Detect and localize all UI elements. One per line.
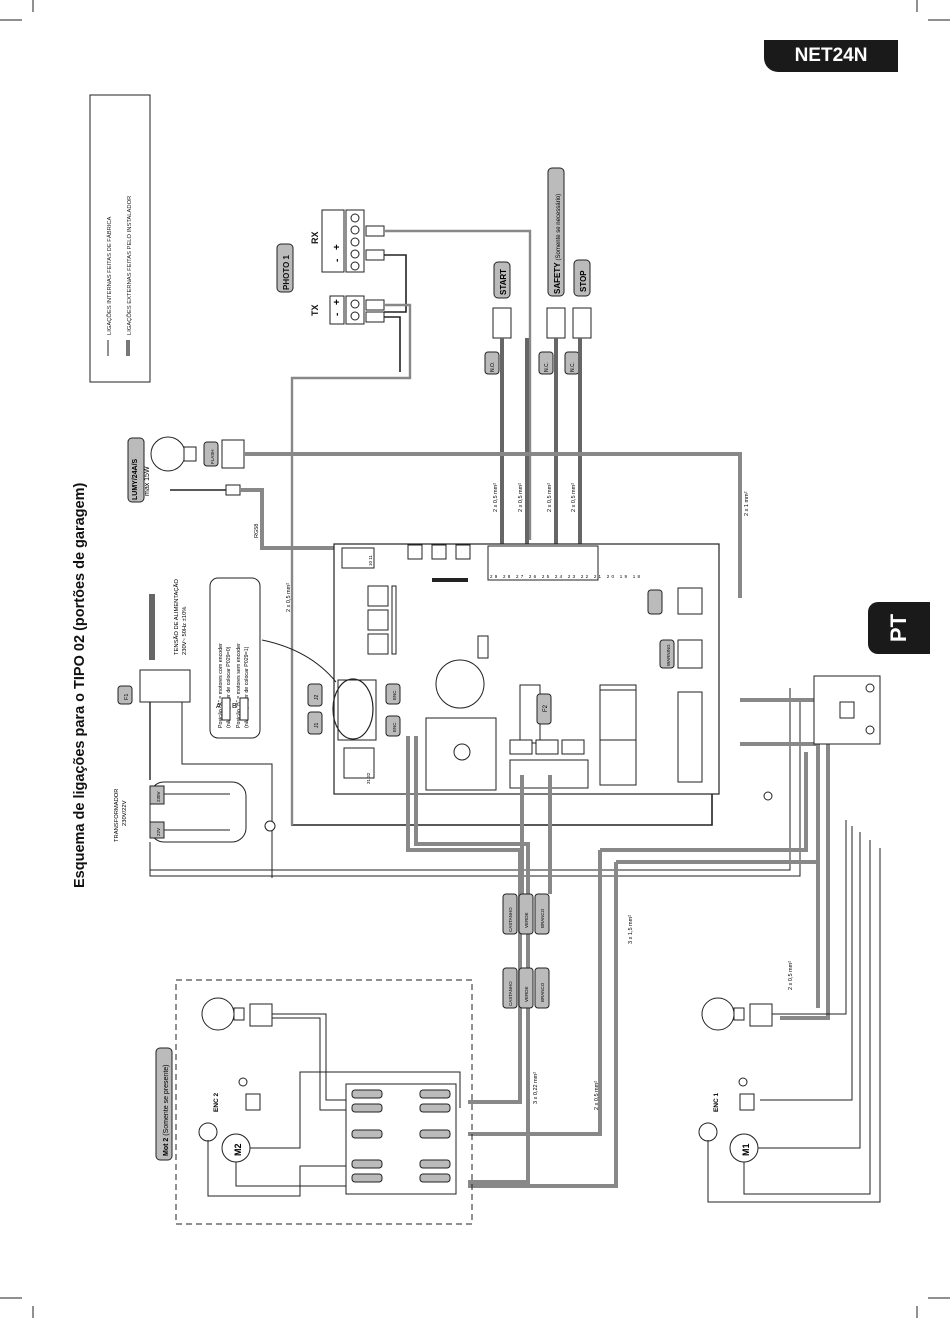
motor1-area: M1 ENC 1 bbox=[698, 997, 773, 1163]
note-b2: (não esqueçer de colocar P029=1) bbox=[244, 646, 250, 728]
model-badge: NET24N bbox=[764, 40, 898, 72]
start-label: START bbox=[499, 269, 508, 295]
stop-input: STOP N.C. bbox=[564, 259, 592, 375]
transformer-in: 230V bbox=[156, 791, 161, 802]
encoder-note: Posição "A" = motores com encoder (não e… bbox=[209, 577, 337, 739]
stop-nc: N.C. bbox=[570, 362, 576, 372]
wire-castanho-1: CASTANHO bbox=[508, 907, 513, 932]
cable-flash2: 2 x 0,5 mm² bbox=[788, 961, 794, 990]
photo-rx-plus: + bbox=[332, 244, 343, 250]
model-name: NET24N bbox=[794, 45, 868, 66]
legend-external: LIGAÇÕES EXTERNAS FEITAS PELO INSTALADOR bbox=[126, 196, 133, 335]
board-warning: WARNING bbox=[666, 644, 671, 666]
photo-rx-minus: - bbox=[332, 259, 343, 262]
encoder-enc2: ENC 2 bbox=[213, 1092, 220, 1112]
right-terminal bbox=[763, 675, 881, 801]
lamp-flash-label: FLASH bbox=[210, 449, 215, 464]
stop-label: STOP bbox=[579, 270, 588, 292]
antenna: RG58 bbox=[170, 484, 260, 538]
legend: LIGAÇÕES INTERNAS FEITAS DE FÁBRICA LIGA… bbox=[89, 94, 151, 383]
top-cables bbox=[240, 452, 742, 598]
lamp-model: LUMY/24A/S bbox=[132, 458, 139, 500]
cable-m2: 2 x 0,5 mm² bbox=[594, 1081, 600, 1110]
photo-rx: RX bbox=[310, 231, 320, 244]
enc1-jack: ENC bbox=[392, 722, 397, 732]
language-tab: PT bbox=[868, 602, 930, 654]
mot2-text: Mot 2 bbox=[163, 1138, 170, 1156]
cable-m1: 3 x 1,5 mm² bbox=[628, 915, 634, 944]
cable-supply: 2 x 0,5 mm² bbox=[286, 583, 292, 612]
photo-label: PHOTO 1 bbox=[282, 254, 291, 290]
cable-start2: 2 x 0,5 mm² bbox=[518, 483, 524, 512]
rg58-label: RG58 bbox=[254, 524, 260, 538]
fuse-f1: F1 bbox=[124, 694, 130, 700]
lamp-power: max 15W bbox=[144, 466, 151, 496]
start-no: N.O. bbox=[490, 362, 496, 372]
photo-tx-plus: + bbox=[332, 299, 343, 305]
motor-cables bbox=[406, 698, 830, 1188]
note-pos-b: B bbox=[232, 703, 237, 710]
board-terminal-numbers: 29 28 27 26 25 24 23 22 21 20 19 18 bbox=[490, 574, 640, 579]
cable-start: 2 x 0,5 mm² bbox=[493, 483, 499, 512]
wire-castanho-2: CASTANHO bbox=[508, 981, 513, 1006]
transformer-line1: TRANSFORMADOR bbox=[114, 789, 120, 842]
transformer-line2: 230V/22V bbox=[122, 800, 128, 826]
cable-safety: 2 x 0,5 mm² bbox=[547, 483, 553, 512]
control-board: F2 29 28 27 26 25 24 23 22 21 20 19 18 W… bbox=[307, 543, 720, 795]
motor1-wires bbox=[707, 820, 881, 1203]
note-b: Posição "B" = motores sem encoder bbox=[236, 643, 242, 728]
photocell: PHOTO 1 RX TX - + - + bbox=[276, 209, 385, 325]
wire-verde-2: VERDE bbox=[524, 986, 529, 1002]
encoder-enc1: ENC 1 bbox=[713, 1092, 720, 1112]
motor2-wires bbox=[207, 1013, 461, 1197]
diagram-title: Esquema de ligações para o TIPO 02 (port… bbox=[72, 483, 88, 888]
mot2-label: Mot 2 (Somente se presente) bbox=[163, 1065, 170, 1156]
motor-m1: M1 bbox=[741, 1143, 751, 1156]
photo-tx-minus: - bbox=[332, 313, 343, 316]
fuse-f2: F2 bbox=[543, 704, 549, 712]
board-term-mid: 10 11 bbox=[368, 555, 373, 566]
photo-tx: TX bbox=[310, 304, 320, 316]
board-term-left: 31 32 bbox=[366, 772, 371, 784]
wire-branco-2: BRANCO bbox=[540, 982, 545, 1002]
jumper-j1: J1 bbox=[314, 723, 320, 729]
supply-line2: 230V~ 50Hz ±10% bbox=[182, 607, 188, 655]
wire-verde-1: VERDE bbox=[524, 912, 529, 928]
safety-text: SAFETY bbox=[553, 262, 562, 294]
motor2-area: Mot 2 (Somente se presente) M2 ENC 2 bbox=[155, 979, 473, 1225]
safety-nc: N.C. bbox=[544, 362, 550, 372]
note-pos-a: A bbox=[216, 703, 221, 710]
cable-enc-m2: 3 x 0,22 mm² bbox=[533, 1072, 539, 1104]
input-cables bbox=[500, 338, 582, 546]
supply-line1: TENSÃO DE ALIMENTAÇÃO bbox=[173, 579, 180, 655]
mot2-note: (Somente se presente) bbox=[163, 1065, 170, 1136]
transformer-out: 22V bbox=[156, 828, 161, 836]
supply-wires bbox=[149, 688, 801, 878]
flash-lamp: FLASH LUMY/24A/S max 15W bbox=[127, 436, 245, 503]
cable-stop: 2 x 0,5 mm² bbox=[571, 483, 577, 512]
note-a: Posição "A" = motores com encoder bbox=[218, 643, 224, 728]
jumper-j2: J2 bbox=[314, 695, 320, 701]
safety-input: SAFETY(Somente se necessário) N.C. bbox=[538, 167, 566, 375]
cable-flash: 2 x 1 mm² bbox=[744, 491, 750, 516]
note-a2: (não esqueçer de colocar P029=0) bbox=[226, 646, 232, 728]
legend-internal: LIGAÇÕES INTERNAS FEITAS DE FÁBRICA bbox=[106, 216, 113, 335]
safety-label: SAFETY(Somente se necessário) bbox=[553, 194, 562, 294]
start-input: START N.O. bbox=[484, 261, 512, 375]
wire-branco-1: BRANCO bbox=[540, 908, 545, 928]
wire-connectors: CASTANHO VERDE BRANCO CASTANHO VERDE BRA… bbox=[502, 893, 550, 1009]
photo-cables-fill bbox=[290, 229, 532, 825]
safety-note: (Somente se necessário) bbox=[556, 194, 562, 261]
enc2-jack: ENC bbox=[392, 690, 397, 700]
power-supply: TENSÃO DE ALIMENTAÇÃO 230V~ 50Hz ±10% F1… bbox=[114, 579, 247, 843]
motor-m2: M2 bbox=[233, 1143, 243, 1156]
